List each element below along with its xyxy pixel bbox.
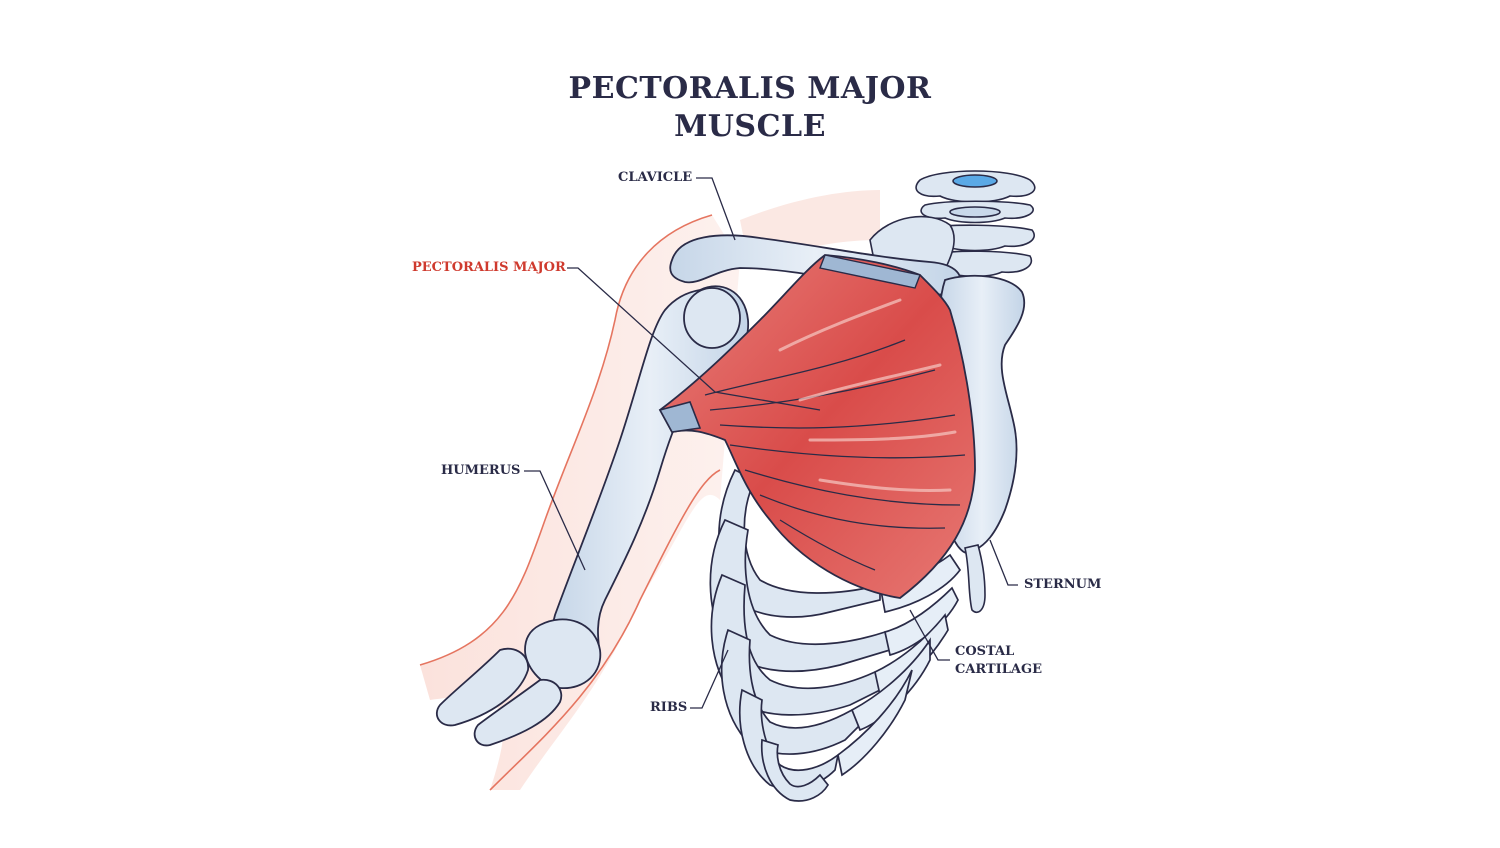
skin-outline xyxy=(419,214,713,666)
label-costal-line-1: COSTAL xyxy=(955,644,1015,659)
title-line-1: PECTORALIS MAJOR xyxy=(568,71,932,106)
muscle-clavicular-edge xyxy=(819,254,921,289)
label-pectoralis-major: PECTORALIS MAJOR xyxy=(412,260,566,275)
sternum-leader xyxy=(989,539,1018,586)
pectoralis-major-muscle xyxy=(658,254,976,599)
humerus-head xyxy=(683,287,741,349)
pectoralis-leader xyxy=(567,267,821,411)
label-ribs: RIBS xyxy=(650,700,688,715)
skin-outline-lower xyxy=(489,469,721,791)
title-line-2: MUSCLE xyxy=(674,109,826,144)
ulna-bone xyxy=(473,678,563,747)
xiphoid-process xyxy=(964,544,986,614)
ribcage xyxy=(709,468,962,802)
label-sternum: STERNUM xyxy=(1024,577,1102,592)
muscle-highlights xyxy=(778,298,957,493)
radius-bone xyxy=(435,647,529,727)
humerus-leader xyxy=(524,470,586,571)
clavicle-leader xyxy=(696,177,736,241)
label-costal-cartilage: COSTAL CARTILAGE xyxy=(955,643,1042,679)
diagram-title: PECTORALIS MAJOR MUSCLE xyxy=(500,70,1000,146)
elbow-joint xyxy=(524,618,602,689)
costal-leader xyxy=(909,609,950,661)
label-humerus: HUMERUS xyxy=(441,463,521,478)
ribs-leader xyxy=(690,649,729,709)
leader-lines xyxy=(524,177,1018,709)
label-clavicle: CLAVICLE xyxy=(618,170,693,185)
label-costal-line-2: CARTILAGE xyxy=(955,662,1043,677)
muscle-tendon xyxy=(658,401,702,433)
muscle-fibers xyxy=(704,339,966,571)
